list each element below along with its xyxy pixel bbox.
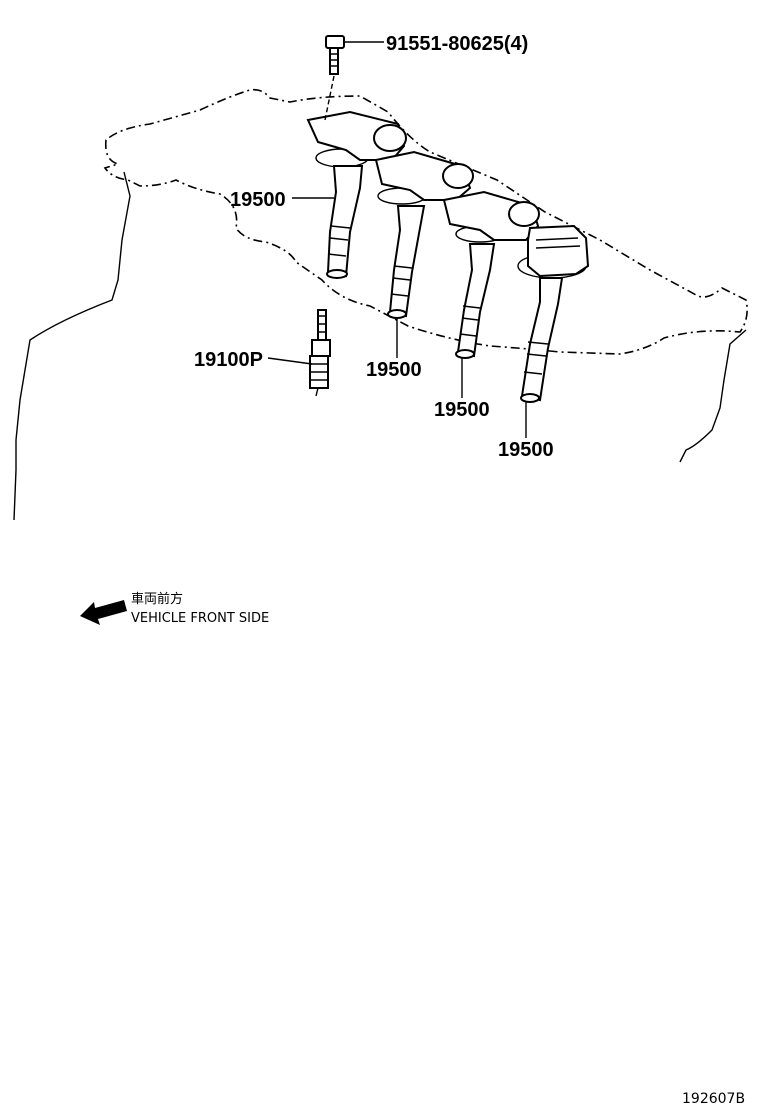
ignition-coil-3 xyxy=(442,190,540,359)
coil-1-label: 19500 xyxy=(230,189,286,211)
cylinder-head-outline xyxy=(13,88,748,521)
ignition-coil-1 xyxy=(306,110,407,279)
spark-plug-label: 19100P xyxy=(194,349,263,371)
coil-3-label: 19500 xyxy=(434,399,490,421)
coil-2-label: 19500 xyxy=(366,359,422,381)
figure-reference-number: 192607B xyxy=(682,1091,745,1107)
leader-lines xyxy=(267,41,527,438)
vehicle-front-indicator: 車両前方 VEHICLE FRONT SIDE xyxy=(80,591,269,626)
front-arrow-icon xyxy=(80,600,127,625)
coil-4-label: 19500 xyxy=(498,439,554,461)
ignition-coil-4 xyxy=(517,224,590,403)
bolt-part xyxy=(324,35,345,121)
ignition-coil-2 xyxy=(374,150,474,319)
bolt-part-label: 91551-80625(4) xyxy=(386,33,528,55)
vehicle-front-en-text: VEHICLE FRONT SIDE xyxy=(131,611,269,626)
spark-plug-part xyxy=(309,309,331,397)
vehicle-front-jp-text: 車両前方 xyxy=(131,591,183,607)
